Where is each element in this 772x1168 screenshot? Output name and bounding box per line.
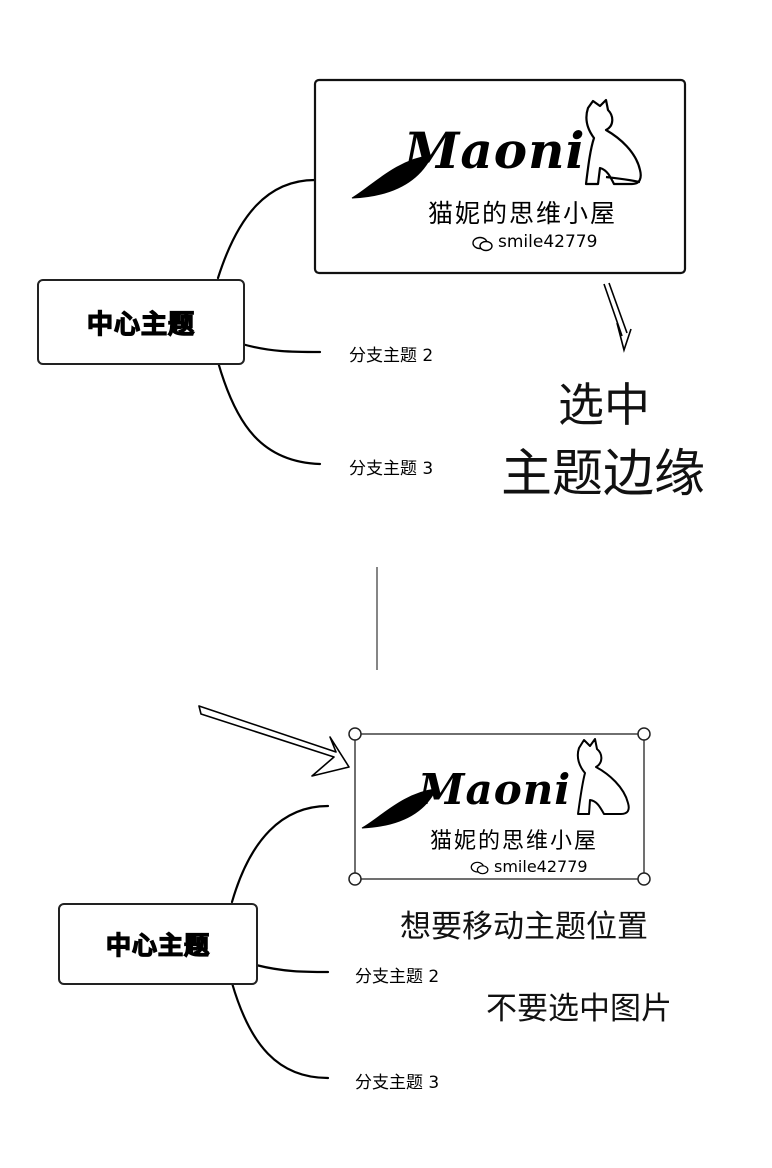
wechat-handle: smile42779 [498, 232, 598, 252]
connector-top-image [216, 178, 317, 280]
cat-silhouette-icon [576, 738, 630, 815]
center-topic-label: 中心主题 [86, 309, 195, 340]
branch-topic-2[interactable]: 分支主题 2 [355, 962, 439, 987]
branch-topic-3[interactable]: 分支主题 3 [349, 454, 433, 479]
branch-topic-3-label: 分支主题 3 [355, 1073, 440, 1093]
annotation-select: 选中 [558, 378, 650, 432]
branch-topic-2[interactable]: 分支主题 2 [349, 341, 433, 366]
annotation-topic-edge: 主题边缘 [501, 445, 706, 504]
branch-topic-2-label: 分支主题 2 [349, 346, 434, 366]
branch-topic-3[interactable]: 分支主题 3 [355, 1068, 439, 1093]
bottom-image-selection [354, 733, 645, 880]
center-topic[interactable]: 中心主题 [58, 903, 258, 985]
connector-top-branch2 [240, 342, 322, 354]
connector-bottom-branch2 [254, 963, 330, 974]
selection-handle-bl [348, 872, 362, 886]
topic-image[interactable]: Maoni 猫妮的思维小屋 smile42779 [316, 81, 684, 272]
center-topic[interactable]: 中心主题 [37, 279, 245, 365]
annotation-move-topic: 想要移动主题位置 [400, 909, 648, 945]
center-topic-label: 中心主题 [105, 930, 210, 960]
arrow-icon [603, 282, 632, 353]
selection-handle-tr [637, 727, 651, 741]
brand-swoosh [361, 788, 437, 829]
wechat-handle: smile42779 [494, 857, 588, 876]
wechat-icon [472, 236, 493, 252]
branch-topic-2-label: 分支主题 2 [355, 967, 440, 987]
annotation-do-not-select-image: 不要选中图片 [486, 991, 672, 1027]
brand-text: Maoni [418, 765, 572, 814]
arrow-icon [198, 705, 350, 777]
brand-text: Maoni [404, 121, 586, 180]
cat-silhouette-icon [584, 98, 642, 186]
tagline-text: 猫妮的思维小屋 [428, 199, 618, 228]
connector-bottom-image [230, 804, 330, 904]
connector-top-branch3 [216, 360, 322, 466]
top-image-border [313, 78, 687, 275]
brand-swoosh [351, 154, 433, 199]
wechat-icon [470, 861, 489, 875]
selection-handle-br [637, 872, 651, 886]
topic-image-selected[interactable]: Maoni 猫妮的思维小屋 smile42779 [356, 735, 643, 878]
connector-bottom-branch3 [230, 981, 330, 1080]
tagline-text: 猫妮的思维小屋 [430, 829, 599, 854]
selection-handle-tl [348, 727, 362, 741]
branch-topic-3-label: 分支主题 3 [349, 459, 434, 479]
